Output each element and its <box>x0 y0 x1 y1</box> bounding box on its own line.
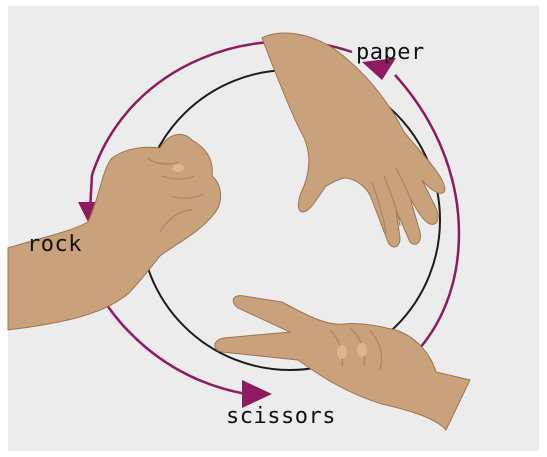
label-paper: paper <box>356 42 425 64</box>
label-rock: rock <box>27 234 82 256</box>
label-scissors: scissors <box>226 406 336 428</box>
